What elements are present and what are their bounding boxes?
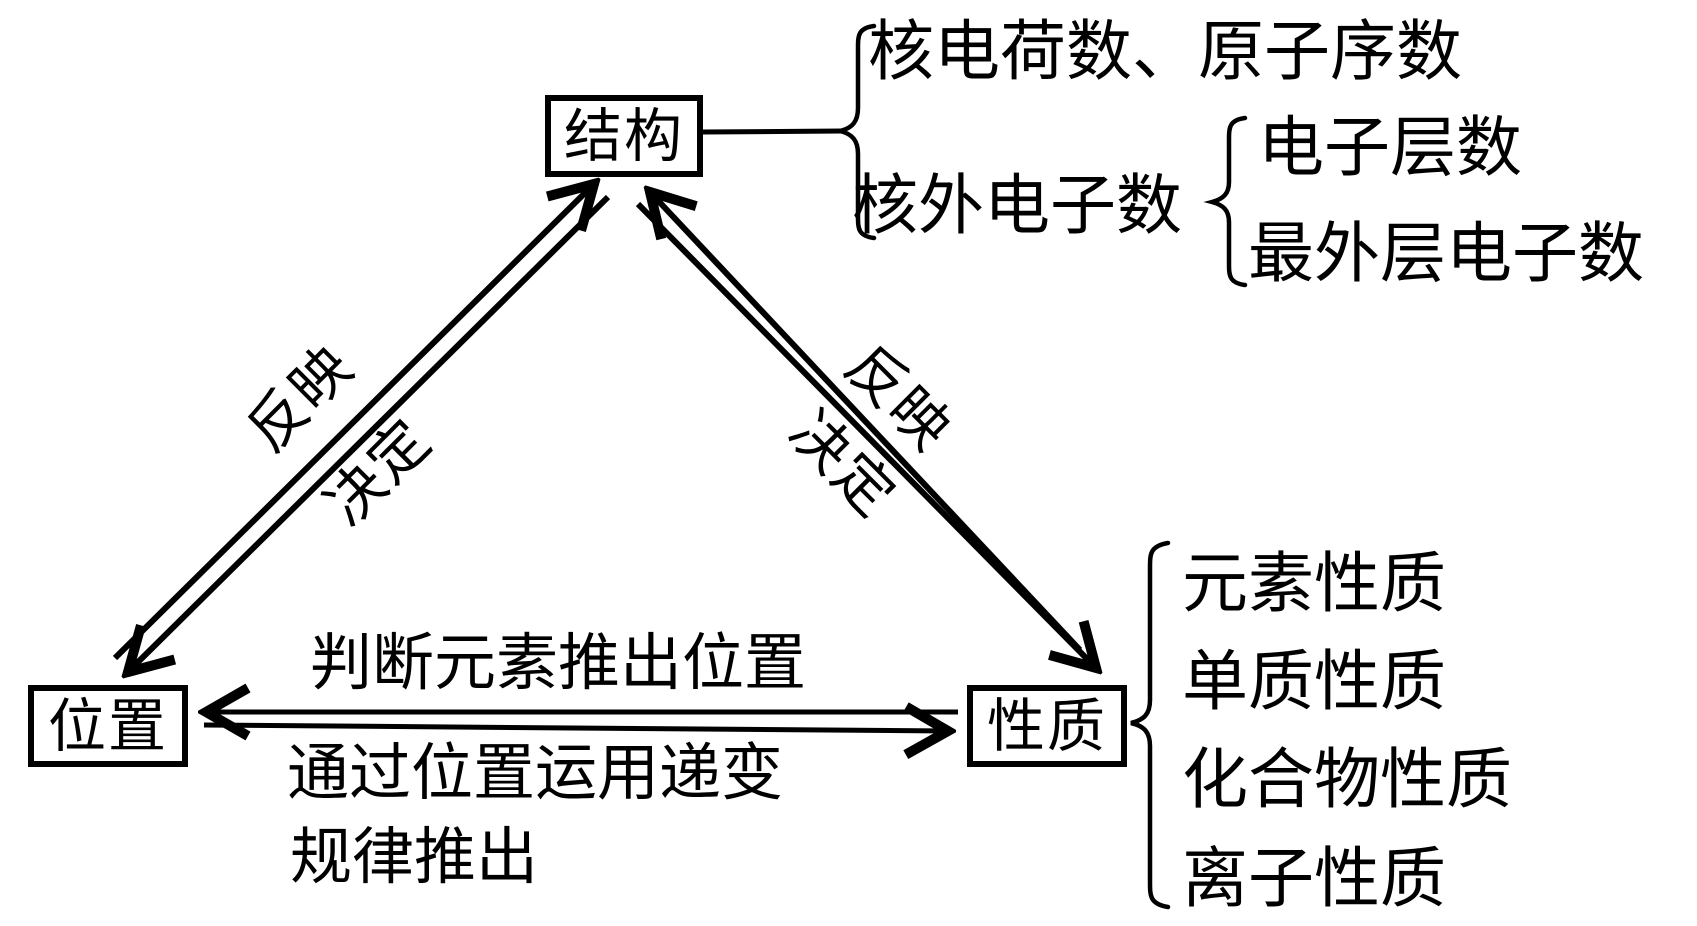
- arrow-property-to-structure: [650, 192, 1083, 653]
- electron-detail-shell-count: 电子层数: [1258, 109, 1522, 186]
- position-label: 位置: [47, 692, 168, 760]
- structure-detail-extranuclear-electrons: 核外电子数: [852, 167, 1182, 244]
- property-detail-compound: 化合物性质: [1182, 741, 1512, 818]
- electron-brace: [1203, 115, 1248, 288]
- property-detail-simple-substance: 单质性质: [1182, 643, 1446, 720]
- label-position-to-property-line2: 规律推出: [290, 820, 539, 893]
- structure-label: 结构: [563, 102, 684, 170]
- property-detail-element: 元素性质: [1182, 545, 1446, 622]
- property-brace: [1130, 540, 1171, 910]
- arrow-position-to-property: [203, 725, 948, 731]
- electron-detail-outermost-electrons: 最外层电子数: [1248, 215, 1644, 292]
- property-detail-ion: 离子性质: [1182, 840, 1446, 917]
- label-property-to-position: 判断元素推出位置: [310, 626, 807, 699]
- position-box: 位置: [28, 685, 188, 767]
- structure-brace: [839, 23, 877, 241]
- structure-detail-nuclear-charge: 核电荷数、原子序数: [868, 13, 1462, 90]
- structure-box: 结构: [545, 95, 703, 177]
- arrow-structure-to-property: [635, 201, 1096, 668]
- label-position-to-property-line1: 通过位置运用递变: [287, 736, 784, 809]
- property-box: 性质: [967, 685, 1127, 767]
- structure-connector-line: [702, 128, 843, 135]
- arrow-position-to-structure: [112, 184, 594, 661]
- arrow-structure-to-position: [128, 194, 611, 672]
- property-label: 性质: [986, 692, 1107, 760]
